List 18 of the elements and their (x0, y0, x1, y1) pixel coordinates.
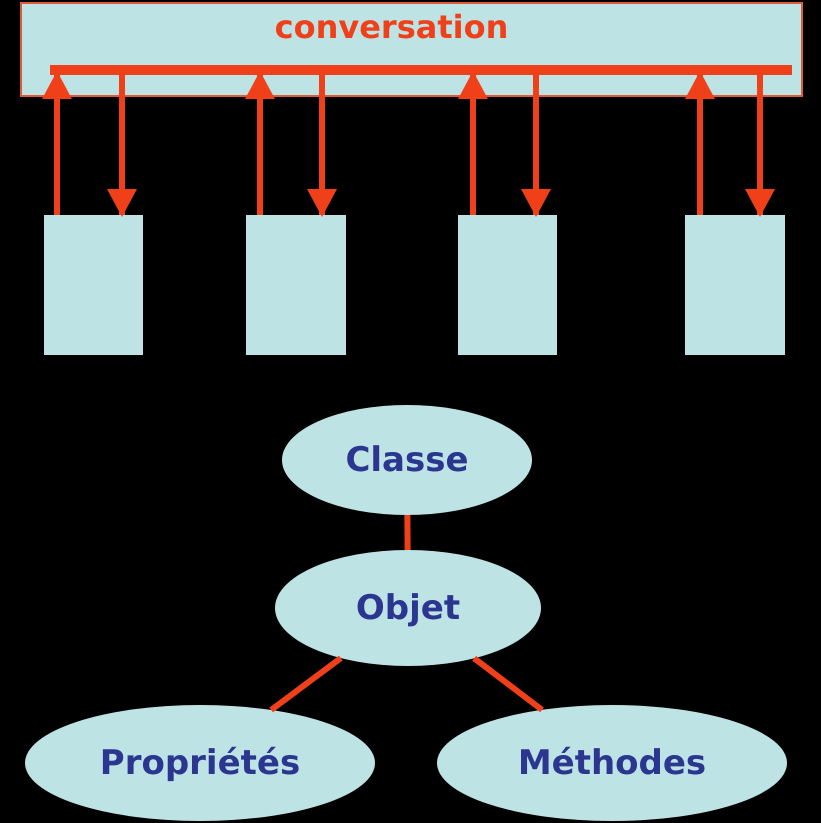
arrow (307, 73, 337, 217)
connector-line (404, 514, 411, 550)
empty-box (685, 215, 785, 355)
node-label: Propriétés (100, 743, 300, 783)
title-label: conversation (274, 8, 508, 46)
connector-line (472, 656, 544, 712)
node-label: Objet (356, 588, 460, 628)
process-box (20, 2, 803, 97)
arrow (107, 73, 137, 217)
node-label: Méthodes (518, 743, 706, 783)
empty-box (246, 215, 346, 355)
bus-bar (50, 65, 792, 75)
empty-box (44, 215, 143, 355)
arrow (745, 73, 775, 217)
arrow (521, 73, 551, 217)
connector-line (269, 656, 343, 712)
empty-box (458, 215, 557, 355)
node-label: Classe (345, 440, 469, 480)
